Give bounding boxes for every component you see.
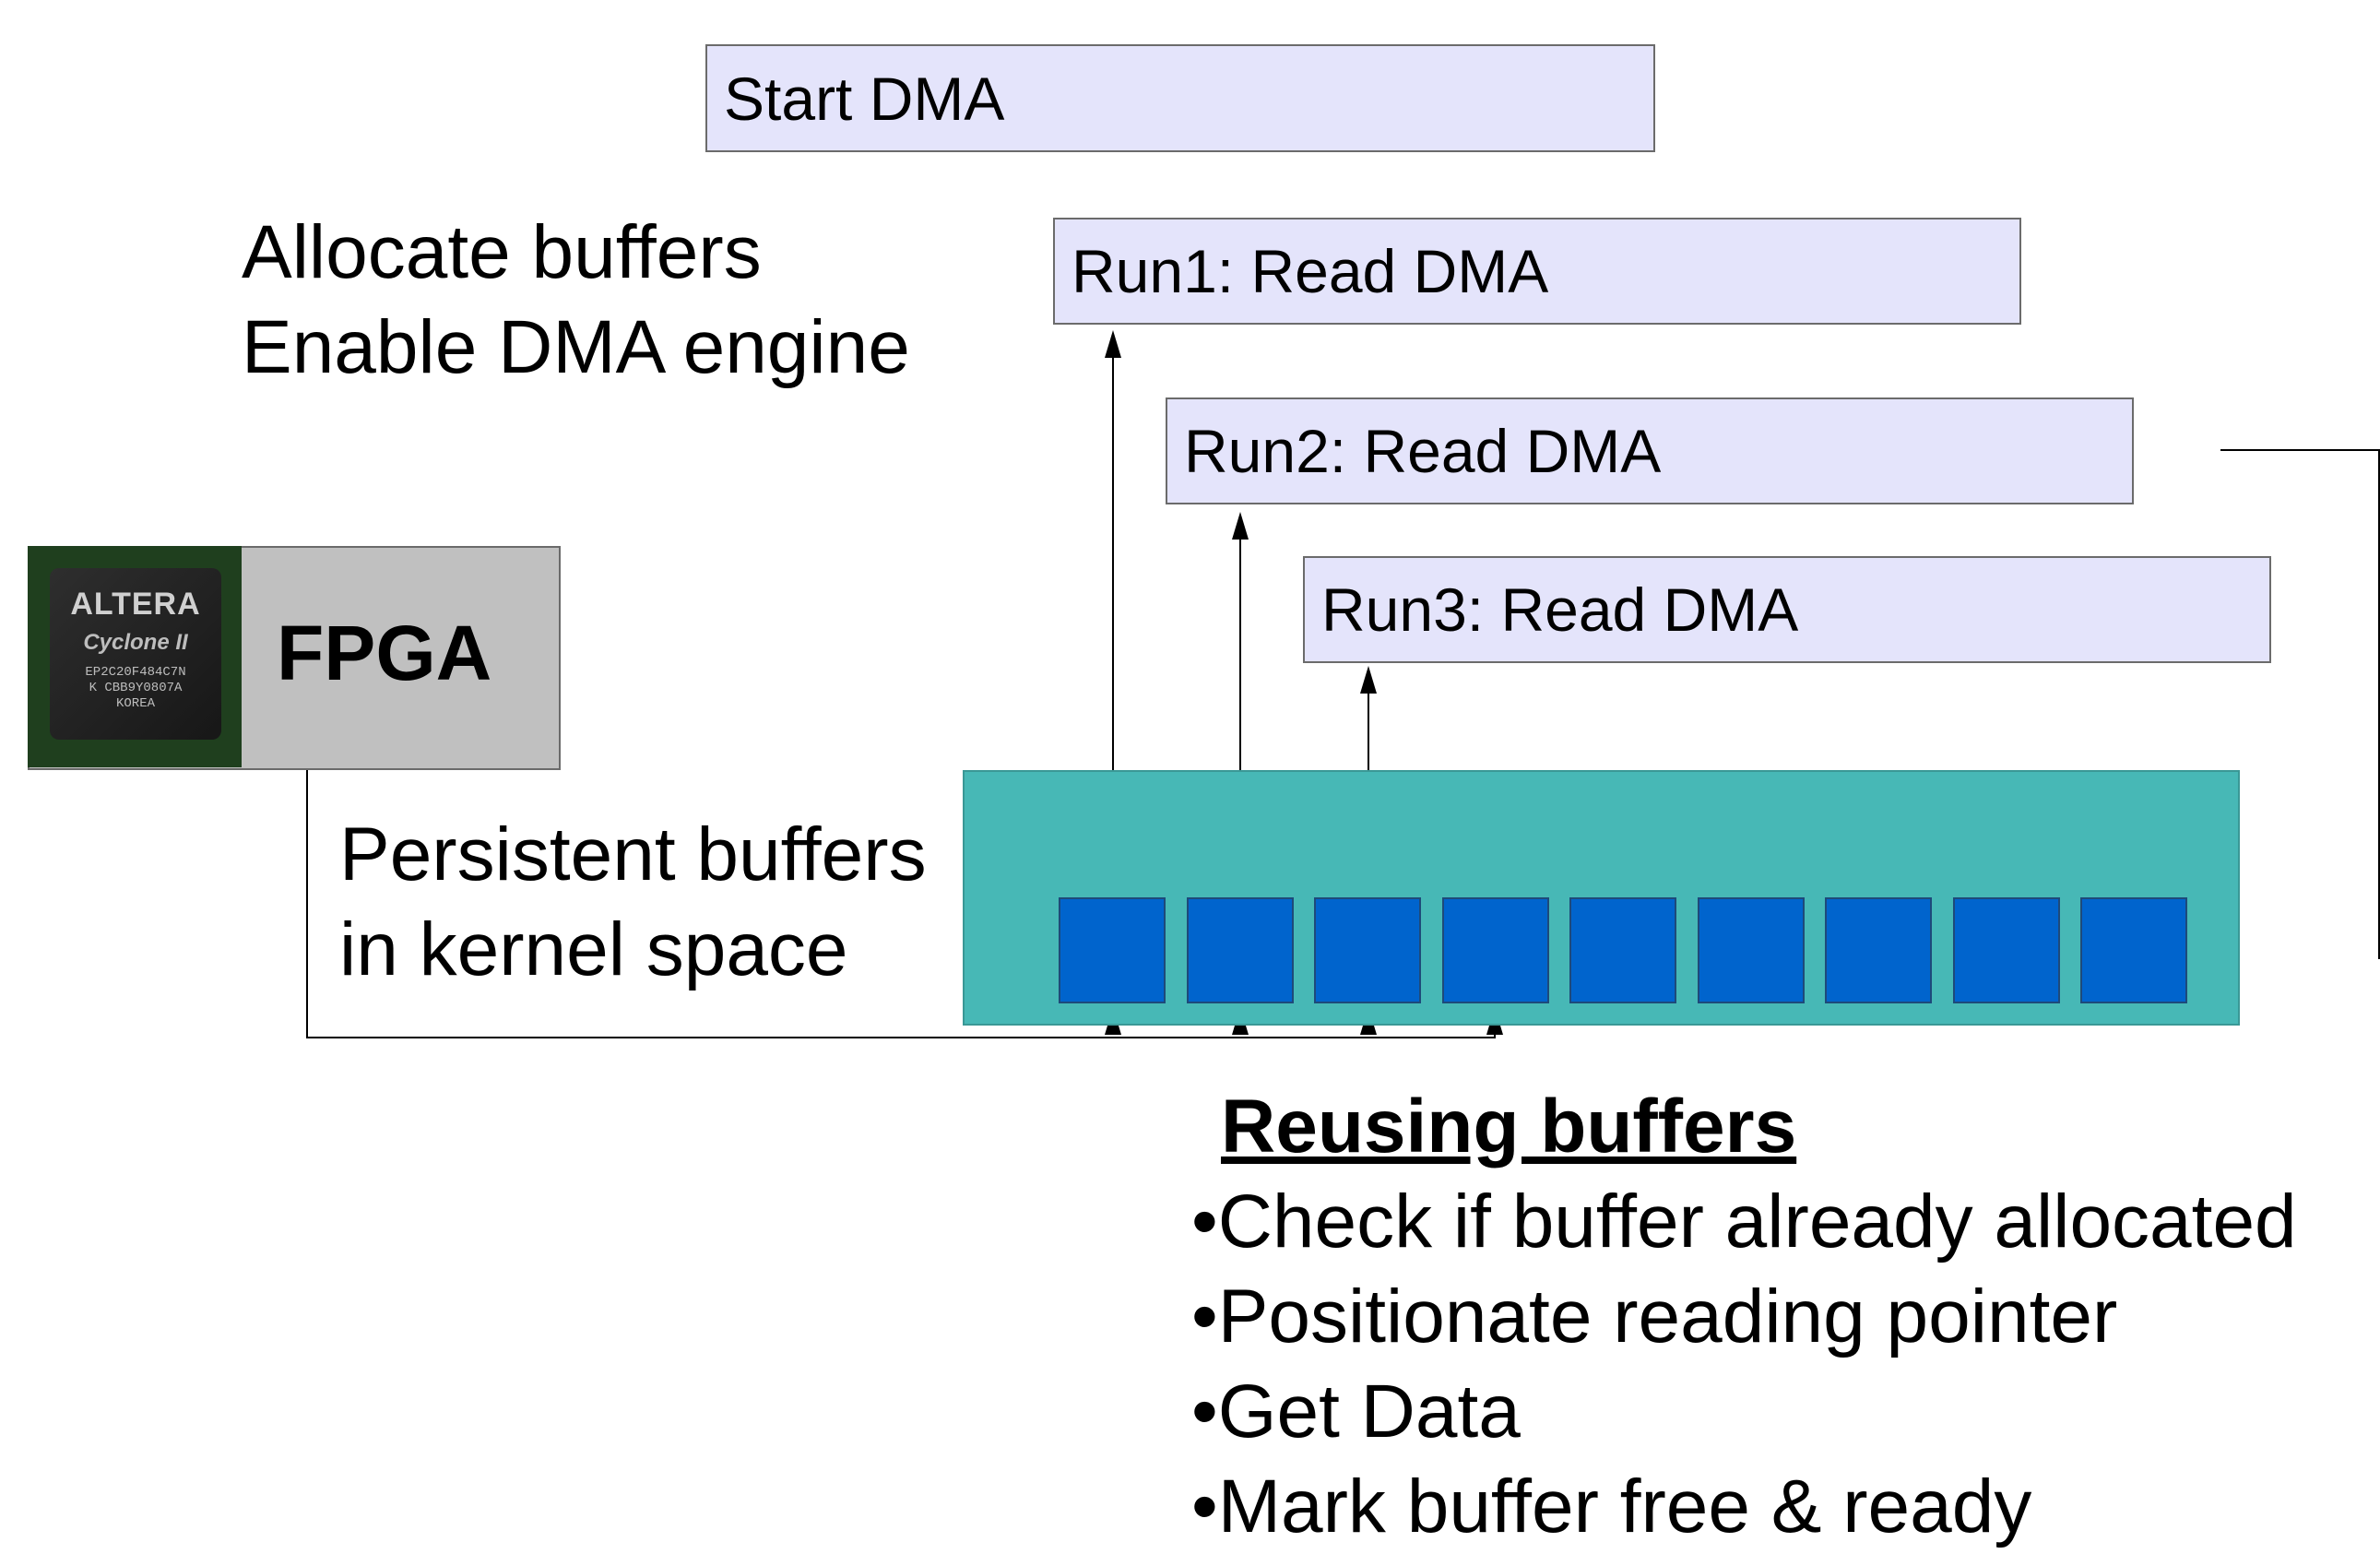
chip-part-number: EP2C20F484C7N [85,665,186,680]
kernel-buffer-block [1442,897,1549,1003]
reuse-step-get-data: •Get Data [1191,1370,1521,1453]
loop-back-line [2220,449,2380,959]
run3-arrowhead [1360,666,1377,694]
run3-read-dma-box: Run3: Read DMA [1303,556,2271,663]
chip-lot-code: K CBB9Y0807A [89,681,183,695]
chip-brand-text: ALTERA [70,587,201,622]
allocate-buffers-text: Allocate buffers [242,210,762,294]
kernel-buffer-block [1953,897,2060,1003]
reuse-step-check: •Check if buffer already allocated [1191,1180,2297,1263]
reuse-step-pointer: •Positionate reading pointer [1191,1275,2118,1358]
start-dma-label: Start DMA [724,64,1005,133]
chip-package: ALTERA Cyclone II EP2C20F484C7N K CBB9Y0… [50,568,221,740]
run1-arrowhead [1105,330,1121,358]
kernel-space-text: in kernel space [339,907,848,991]
run3-label: Run3: Read DMA [1321,575,1799,644]
setup-steps: Allocate buffers Enable DMA engine [242,205,910,395]
chip-family-text: Cyclone II [83,630,188,655]
kernel-buffer-block [1698,897,1805,1003]
enable-dma-engine-text: Enable DMA engine [242,305,910,389]
persistent-buffers-text: Persistent buffers [339,813,927,896]
kernel-buffer-block [1187,897,1294,1003]
kernel-buffer-block [1059,897,1166,1003]
kernel-buffers-caption: Persistent buffers in kernel space [339,807,927,997]
reusing-buffers-title: Reusing buffers [1221,1085,1797,1168]
kernel-buffer-block [1825,897,1932,1003]
run1-label: Run1: Read DMA [1072,237,1549,305]
fpga-chip-image: ALTERA Cyclone II EP2C20F484C7N K CBB9Y0… [28,546,242,767]
reuse-step-mark-free: •Mark buffer free & ready [1191,1465,2032,1548]
start-dma-box: Start DMA [705,44,1655,152]
kernel-buffer-block [1314,897,1421,1003]
run2-label: Run2: Read DMA [1184,417,1662,485]
kernel-buffer-block [1569,897,1676,1003]
chip-origin: KOREA [115,696,155,711]
fpga-label: FPGA [277,610,492,696]
kernel-buffer-block [2080,897,2187,1003]
run2-arrowhead [1232,512,1249,540]
run1-read-dma-box: Run1: Read DMA [1053,218,2021,325]
reusing-buffers-section: Reusing buffers •Check if buffer already… [1191,1079,2297,1554]
run2-read-dma-box: Run2: Read DMA [1166,397,2134,504]
